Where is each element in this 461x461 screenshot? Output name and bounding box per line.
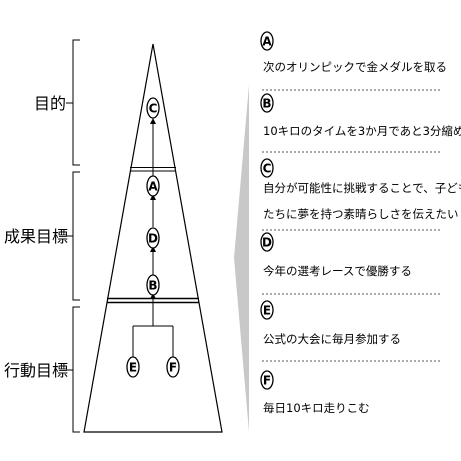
purpose-bracket	[72, 39, 80, 166]
goal-item-b-text: 10キロのタイムを3か月であと3分縮める	[263, 124, 461, 138]
goal-item-f: F 毎日10キロ走りこむ	[260, 370, 370, 415]
node-c-letter: C	[149, 102, 158, 116]
goal-item-b: B 10キロのタイムを3か月であと3分縮める	[260, 93, 461, 138]
node-e: E	[126, 356, 140, 378]
tier-brackets	[66, 39, 80, 433]
node-a-letter: A	[148, 180, 158, 194]
node-f-letter: F	[169, 361, 177, 375]
goal-item-c-letter: C	[263, 162, 272, 176]
node-c: C	[146, 97, 160, 119]
goal-item-c: C 自分が可能性に挑戦することで、子ども たちに夢を持つ素晴らしさを伝えたい	[260, 158, 461, 221]
goal-item-c-text-line1: 自分が可能性に挑戦することで、子ども	[263, 181, 461, 195]
goal-item-d-text: 今年の選考レースで優勝する	[263, 264, 412, 278]
goal-item-f-text: 毎日10キロ走りこむ	[263, 401, 370, 415]
goal-item-f-letter: F	[263, 374, 271, 388]
pyramid-outline	[83, 43, 223, 433]
node-b-letter: B	[148, 279, 157, 293]
goal-item-d-letter: D	[262, 236, 272, 250]
goal-item-a-text: 次のオリンピックで金メダルを取る	[263, 60, 447, 74]
goal-item-a: A 次のオリンピックで金メダルを取る	[260, 31, 447, 74]
node-d-letter: D	[148, 232, 158, 246]
tier-label-purpose: 目的	[34, 94, 66, 113]
callout-wedge	[234, 85, 249, 432]
goal-item-c-text-line2: たちに夢を持つ素晴らしさを伝えたい	[263, 207, 459, 221]
action-bracket	[72, 306, 80, 433]
node-f: F	[166, 356, 180, 378]
tier-label-action: 行動目標	[4, 361, 68, 380]
goal-item-e: E 公式の大会に毎月参加する	[260, 300, 401, 346]
goal-item-e-text: 公式の大会に毎月参加する	[263, 332, 401, 346]
pyramid-connectors	[132, 118, 174, 357]
goal-item-a-letter: A	[262, 35, 272, 49]
node-d: D	[146, 227, 160, 249]
goal-item-b-letter: B	[262, 97, 271, 111]
goal-item-d: D 今年の選考レースで優勝する	[260, 232, 412, 278]
goal-list: A 次のオリンピックで金メダルを取る B 10キロのタイムを3か月であと3分縮め…	[260, 31, 461, 415]
goal-item-e-letter: E	[263, 304, 271, 318]
tier-label-outcome: 成果目標	[4, 227, 68, 246]
outcome-bracket	[72, 171, 80, 301]
node-b: B	[146, 274, 160, 296]
node-e-letter: E	[129, 361, 137, 375]
node-a: A	[146, 175, 160, 197]
